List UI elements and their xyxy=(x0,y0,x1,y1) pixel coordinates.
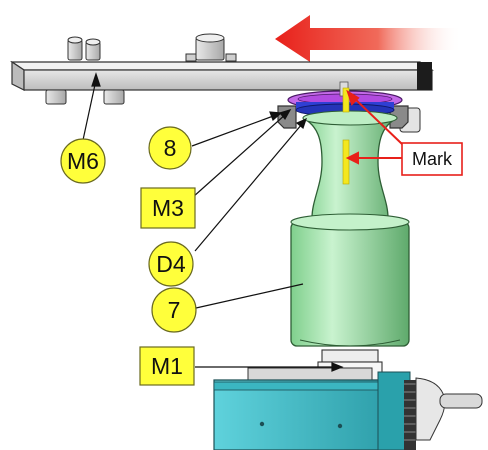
green-workpiece xyxy=(290,87,410,347)
leader-lines xyxy=(82,72,344,372)
vise-base xyxy=(213,367,483,450)
callout-d4: D4 xyxy=(148,241,194,287)
callout-8: 8 xyxy=(148,126,192,170)
callout-m3: M3 xyxy=(140,187,196,229)
bolt-heads xyxy=(67,33,237,62)
callout-mark: Mark xyxy=(401,142,463,176)
label-m3: M3 xyxy=(152,195,184,221)
label-m6: M6 xyxy=(67,148,99,174)
large-red-left-arrow-icon xyxy=(275,15,462,62)
mark-arrows xyxy=(345,89,403,165)
label-7: 7 xyxy=(168,297,181,323)
label-d4: D4 xyxy=(156,251,186,277)
callout-m6: M6 xyxy=(60,138,106,184)
label-m1: M1 xyxy=(151,353,183,379)
callout-m1: M1 xyxy=(139,346,195,386)
callout-7: 7 xyxy=(151,287,197,333)
label-8: 8 xyxy=(164,135,177,161)
label-mark: Mark xyxy=(412,149,453,169)
